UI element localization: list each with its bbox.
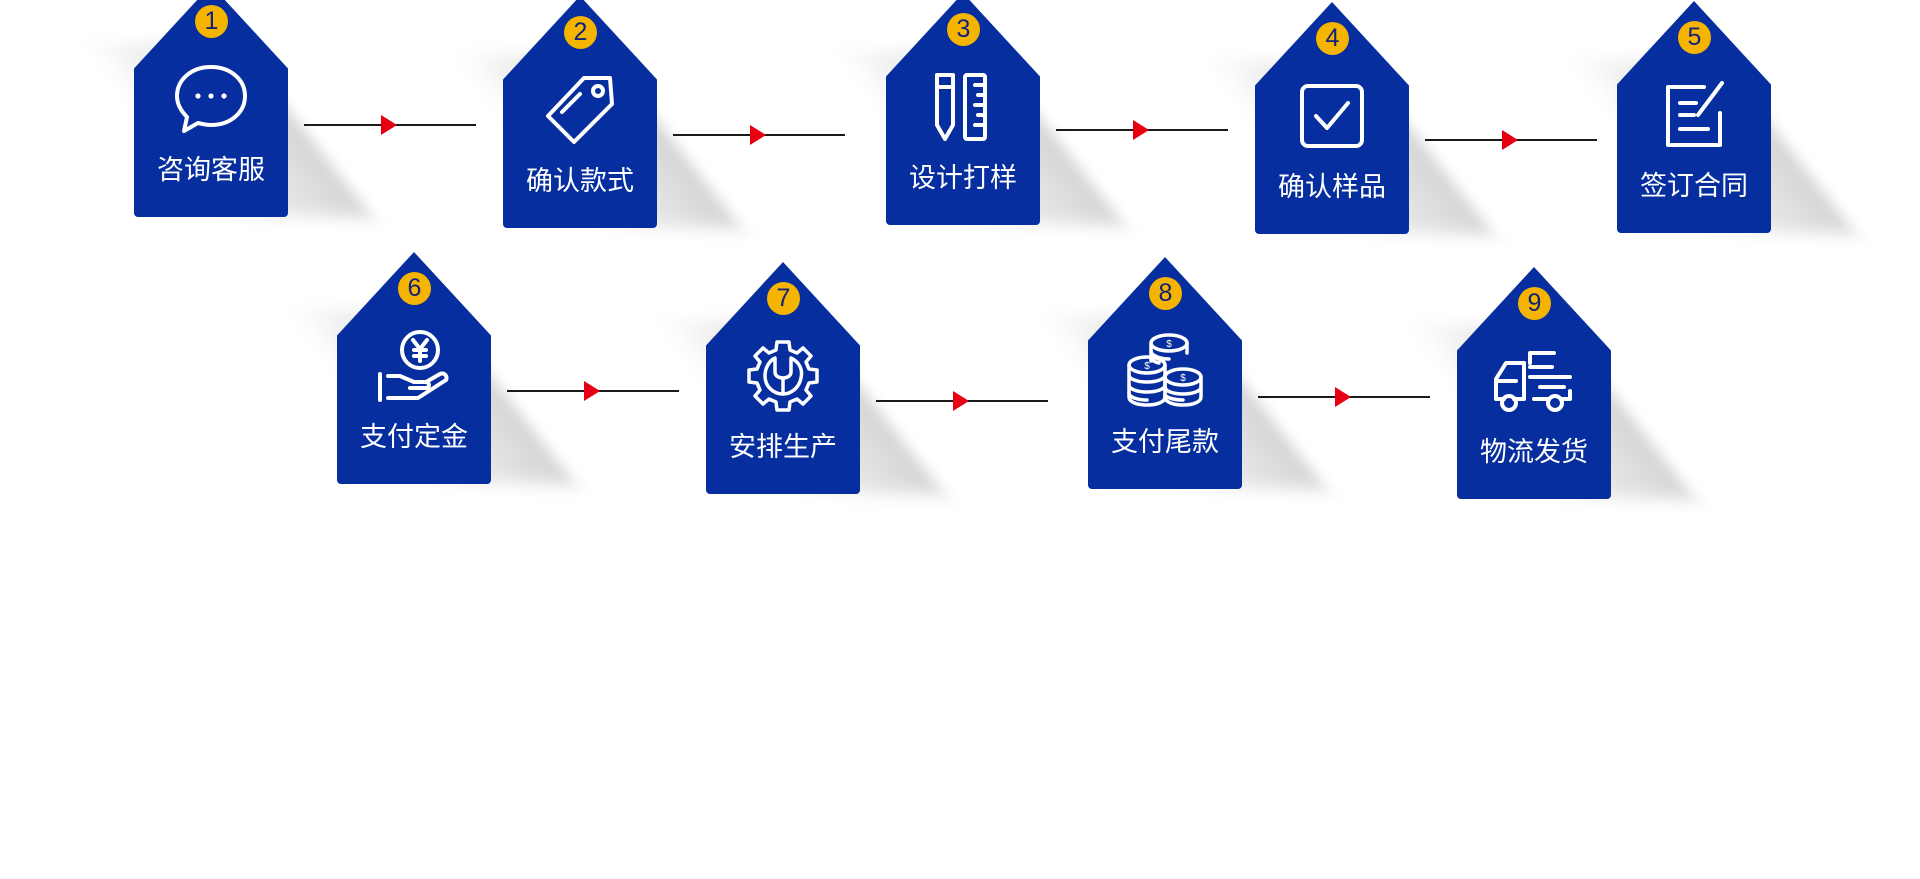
step-label: 支付定金 (360, 422, 468, 453)
step-number-badge: 9 (1518, 287, 1551, 320)
step-label: 安排生产 (729, 432, 837, 463)
step-label: 设计打样 (909, 163, 1017, 194)
step-label: 物流发货 (1480, 437, 1588, 468)
arrow-head-icon (1502, 130, 1518, 150)
step-label: 确认样品 (1278, 172, 1386, 203)
step-number-badge: 6 (398, 272, 431, 305)
chat-bubble-icon (171, 59, 251, 139)
step-number-badge: 8 (1149, 277, 1182, 310)
flow-arrow (1258, 387, 1430, 407)
delivery-truck-icon (1494, 341, 1574, 421)
flow-arrow (673, 125, 845, 145)
step-number-badge: 2 (564, 16, 597, 49)
step-label: 签订合同 (1640, 171, 1748, 202)
coin-stacks-icon: $ $ $ (1125, 331, 1205, 411)
step-1: 1 咨询客服 (84, 0, 373, 217)
step-label: 确认款式 (526, 166, 634, 197)
step-9: 9 物流发货 (1407, 267, 1696, 499)
step-number-badge: 3 (947, 13, 980, 46)
price-tag-icon (540, 70, 620, 150)
flow-arrow (1056, 120, 1228, 140)
flow-arrow (507, 381, 679, 401)
step-3: 3 设计打样 (836, 0, 1125, 225)
arrow-head-icon (1133, 120, 1149, 140)
step-label: 咨询客服 (157, 155, 265, 186)
step-2: 2 确认款式 (453, 0, 742, 228)
step-7: 7 安排生产 (656, 262, 945, 494)
step-number-badge: 4 (1316, 22, 1349, 55)
pencil-ruler-icon (923, 67, 1003, 147)
contract-sign-icon (1654, 75, 1734, 155)
arrow-head-icon (1335, 387, 1351, 407)
arrow-head-icon (584, 381, 600, 401)
arrow-head-icon (381, 115, 397, 135)
step-5: 5 签订合同 (1567, 1, 1856, 233)
flow-arrow (876, 391, 1048, 411)
step-8: 8 $ $ $ 支付尾款 (1038, 257, 1327, 489)
step-6: 6 支付定金 (287, 252, 576, 484)
step-number-badge: 1 (195, 5, 228, 38)
svg-text:$: $ (1166, 339, 1172, 350)
step-number-badge: 7 (767, 282, 800, 315)
arrow-head-icon (953, 391, 969, 411)
hand-yuan-coin-icon (374, 326, 454, 406)
step-number-badge: 5 (1678, 21, 1711, 54)
arrow-head-icon (750, 125, 766, 145)
step-4: 4 确认样品 (1205, 2, 1494, 234)
gear-wrench-icon (743, 336, 823, 416)
step-label: 支付尾款 (1111, 427, 1219, 458)
flow-arrow (1425, 130, 1597, 150)
svg-text:$: $ (1144, 361, 1150, 372)
svg-text:$: $ (1180, 373, 1186, 384)
checkbox-icon (1292, 76, 1372, 156)
flow-arrow (304, 115, 476, 135)
